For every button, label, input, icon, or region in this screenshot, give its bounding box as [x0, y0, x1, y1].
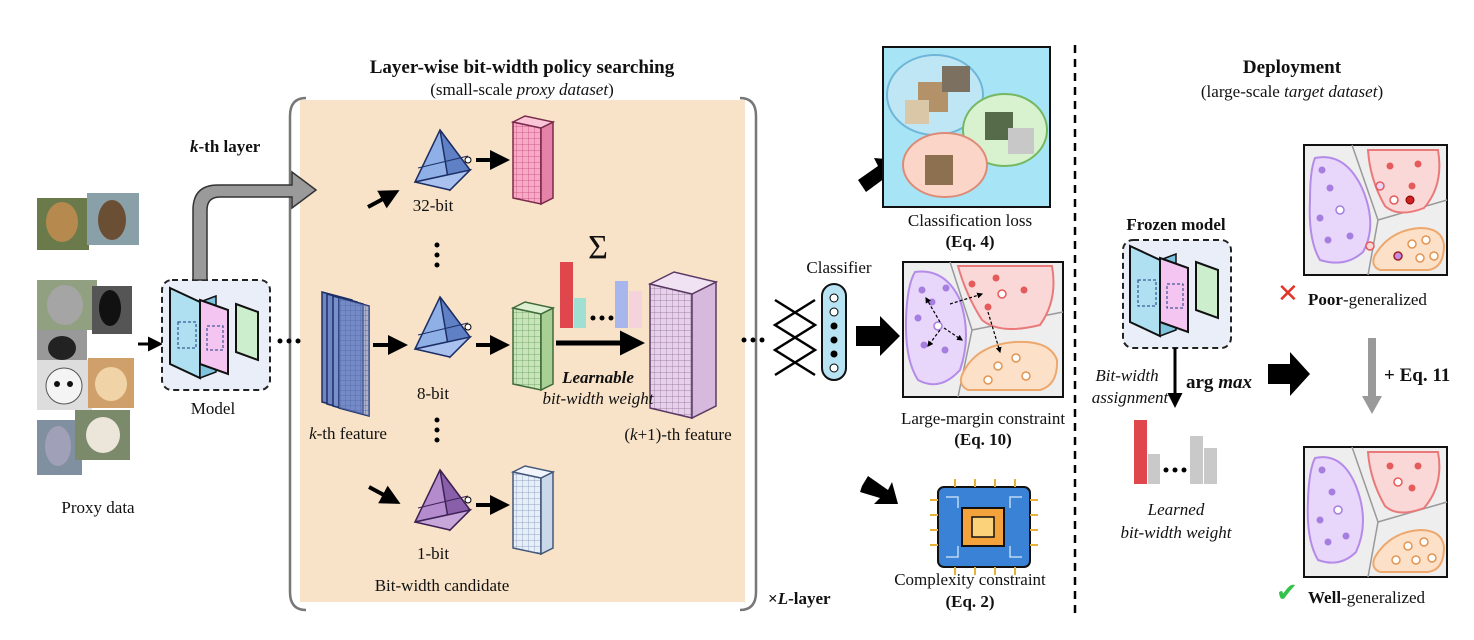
proxy-data-images — [37, 193, 139, 475]
repeat-label: ×L-layer — [768, 589, 831, 609]
well-bold: Well — [1308, 588, 1342, 607]
next-feature-label: (k+1)-th feature — [624, 425, 731, 445]
margin-constraint-label: Large-margin constraint — [900, 409, 1066, 428]
learnable-label: Learnable — [562, 368, 634, 387]
kth-layer-arrow — [192, 170, 318, 281]
next-feature-k: k — [630, 425, 638, 444]
vertical-dots — [434, 242, 440, 443]
search-subtitle-italic: proxy dataset — [516, 80, 609, 99]
learned-bars-dots — [1163, 467, 1187, 473]
margin-constraint-eq: (Eq. 10) — [954, 430, 1012, 449]
feature-32bit — [510, 115, 556, 206]
argmax-max: max — [1218, 372, 1252, 393]
check-icon: ✔ — [1276, 578, 1298, 608]
kth-feature-k: k — [309, 424, 317, 443]
frozen-model-layers — [1129, 244, 1219, 338]
repeat-prefix: × — [768, 589, 778, 608]
learned-weight-bars — [1134, 420, 1217, 484]
next-feature-open: ( — [624, 425, 631, 444]
learned-bars-bar-0 — [1134, 420, 1147, 484]
search-weight-bars — [560, 262, 642, 328]
learned-line1: Learned — [1147, 500, 1205, 519]
pyramid-8bit — [413, 295, 473, 359]
classification-loss-label: Classification loss — [907, 211, 1033, 230]
search-subtitle-prefix: (small-scale — [430, 80, 517, 99]
pyramid-32bit — [413, 128, 473, 192]
repeat-L: L — [777, 589, 789, 608]
complexity-constraint-label: Complexity constraint — [894, 570, 1046, 589]
kth-layer-rest: -th layer — [198, 137, 261, 156]
complexity-constraint-eq: (Eq. 2) — [945, 592, 995, 611]
candidate-32bit: 32-bit — [412, 196, 454, 215]
deployment-subtitle-italic: target dataset — [1284, 82, 1378, 101]
deployment-subtitle-prefix: (large-scale — [1200, 82, 1285, 101]
model-label: Model — [190, 399, 236, 418]
bitwidth-candidate-label: Bit-width candidate — [374, 576, 510, 595]
well-generalized-label: Well-generalized — [1308, 588, 1425, 608]
poor-rest: -generalized — [1342, 290, 1427, 309]
kth-feature-rest: -th feature — [316, 424, 387, 443]
search-title: Layer-wise bit-width policy searching — [369, 57, 675, 78]
proxy-data-label: Proxy data — [61, 498, 135, 517]
dots-after-model — [277, 338, 301, 344]
learned-bars-bar-2 — [1190, 436, 1203, 484]
repeat-suffix: -layer — [788, 589, 831, 608]
deployment-subtitle-suffix: ) — [1377, 82, 1384, 101]
kth-layer-label: k-th layer — [190, 137, 260, 157]
well-rest: -generalized — [1341, 588, 1426, 607]
bitwidth-weight-label: bit-width weight — [542, 389, 654, 408]
eq11-arrow — [1362, 338, 1382, 414]
search-bars-bar-1 — [574, 298, 586, 328]
search-bars-bar-0 — [560, 262, 573, 328]
classifier-column — [821, 283, 847, 381]
learned-bars-bar-1 — [1148, 454, 1160, 484]
sum-symbol: Σ — [588, 229, 608, 266]
kth-feature-label: k-th feature — [309, 424, 387, 444]
feature-8bit — [510, 301, 556, 392]
argmax-label: arg max — [1186, 372, 1252, 394]
arrow-to-generalization — [1268, 352, 1310, 396]
candidate-8bit: 8-bit — [416, 384, 450, 403]
poor-cluster-plot — [1303, 144, 1448, 276]
right-bracket — [739, 96, 758, 612]
arrow-to-margin — [856, 316, 900, 356]
cross-icon: ✕ — [1277, 279, 1299, 309]
argmax-arg: arg — [1186, 372, 1219, 393]
search-bars-bar-3 — [629, 291, 642, 328]
search-subtitle: (small-scale proxy dataset) — [430, 80, 614, 100]
deployment-subtitle: (large-scale target dataset) — [1201, 82, 1383, 102]
kth-layer-k: k — [190, 137, 199, 156]
frozen-model-label: Frozen model — [1126, 215, 1226, 234]
candidate-1bit: 1-bit — [416, 544, 450, 563]
classification-loss-image — [882, 46, 1051, 208]
well-cluster-plot — [1303, 446, 1448, 578]
left-bracket — [288, 96, 307, 612]
poor-generalized-label: Poor-generalized — [1308, 290, 1427, 310]
fc-connections — [772, 298, 818, 377]
arrow-to-complexity — [860, 476, 898, 504]
search-subtitle-suffix: ) — [608, 80, 614, 99]
search-bars-dots — [590, 315, 614, 321]
classification-loss-eq: (Eq. 4) — [945, 232, 995, 251]
next-feature-rest: +1)-th feature — [637, 425, 732, 444]
learned-line2: bit-width weight — [1120, 523, 1232, 542]
feature-1bit — [510, 465, 556, 556]
classifier-label: Classifier — [806, 258, 872, 277]
poor-bold: Poor — [1308, 290, 1343, 309]
dots-after-feature — [741, 337, 765, 343]
complexity-chip-icon — [930, 479, 1038, 575]
search-bars-bar-2 — [615, 281, 628, 328]
margin-constraint-image — [902, 261, 1064, 398]
kth-feature-stack — [321, 291, 370, 417]
next-feature-map — [647, 271, 719, 420]
assignment-line1: Bit-width — [1095, 366, 1159, 385]
plus-eq11-label: + Eq. 11 — [1384, 365, 1451, 386]
learned-bars-bar-3 — [1204, 448, 1217, 484]
model-layers — [169, 286, 259, 380]
pyramid-1bit — [413, 468, 473, 532]
assignment-line2: assignment — [1091, 388, 1169, 407]
deployment-title: Deployment — [1242, 57, 1342, 78]
